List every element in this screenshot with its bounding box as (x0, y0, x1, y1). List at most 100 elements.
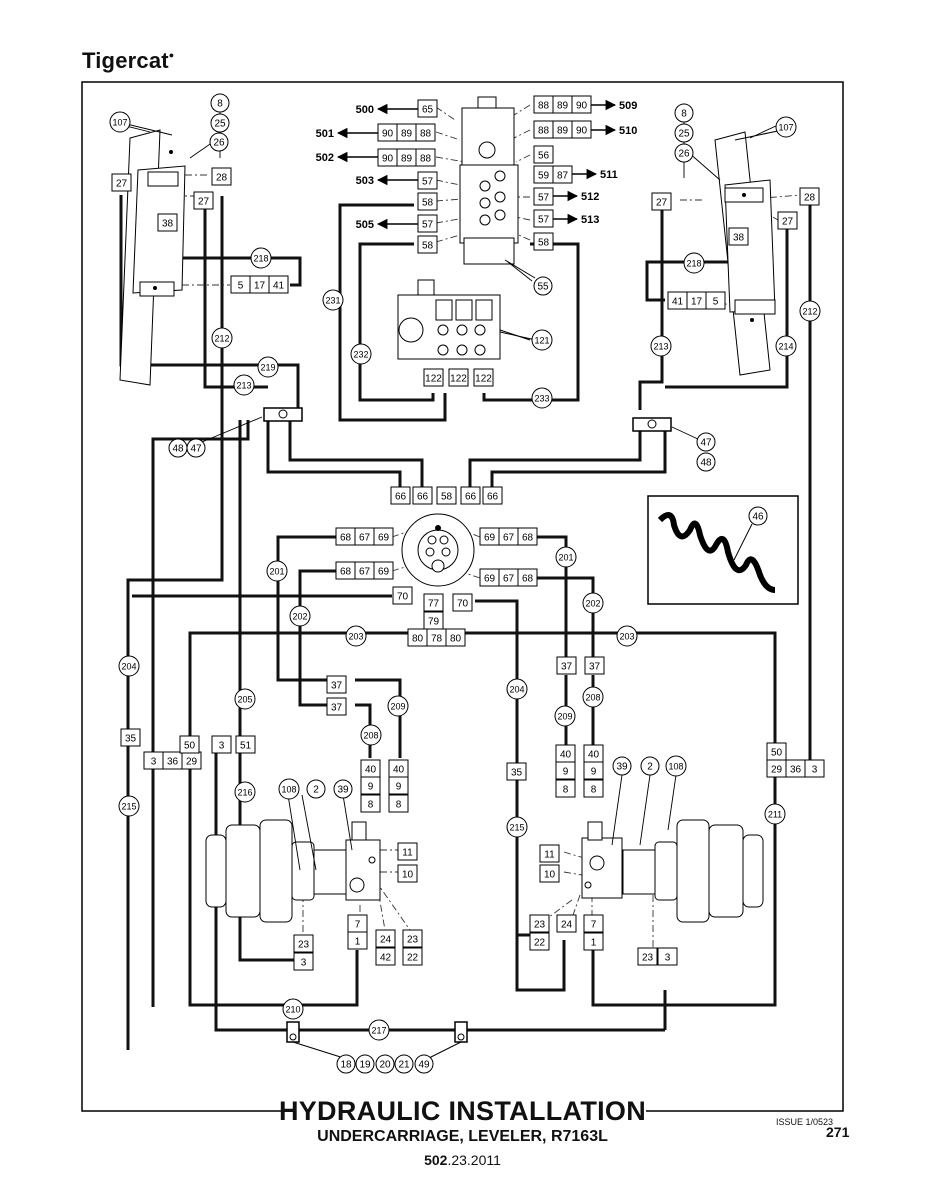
part-number-label: 80 (450, 634, 462, 645)
part-number-label: 66 (465, 492, 477, 503)
part-number-label: 11 (402, 848, 413, 859)
part-number-label: 67 (503, 533, 515, 544)
callout-bubble (345, 625, 367, 647)
part-box-cell (571, 95, 592, 114)
callout-bubble (555, 546, 577, 568)
callout-label: 219 (260, 363, 275, 373)
callout-bubble (582, 686, 604, 708)
part-box-cell (517, 527, 538, 546)
part-number-label: 69 (484, 574, 496, 585)
part-number-label: 90 (576, 126, 588, 137)
frame-border (81, 81, 844, 1112)
callout-label: 203 (348, 632, 363, 642)
port-ref-label: 512 (581, 191, 599, 203)
part-number-label: 3 (301, 958, 307, 969)
part-number-label: 1 (355, 937, 361, 948)
part-number-label: 9 (396, 782, 402, 793)
part-box-cell (533, 232, 554, 251)
part-box-cell (326, 675, 347, 694)
callout-label: 8 (217, 99, 223, 110)
part-number-label: 1 (591, 938, 597, 949)
part-number-label: 9 (591, 767, 597, 778)
callout-bubble (257, 356, 279, 378)
part-box-cell (436, 486, 457, 505)
part-box-cell (552, 165, 573, 184)
part-box-cell (452, 593, 473, 612)
part-box-cell (417, 171, 438, 190)
part-number-label: 17 (691, 297, 703, 308)
part-number-label: 40 (393, 765, 405, 776)
part-box-cell (390, 486, 411, 505)
brand-logo: Tigercat● (82, 48, 174, 74)
callout-label: 2 (313, 785, 319, 796)
part-box-cell (533, 209, 554, 228)
doc-suffix: .23.2011 (447, 1152, 501, 1168)
part-box-cell (423, 593, 444, 612)
part-number-label: 36 (167, 757, 179, 768)
part-box-cell (417, 214, 438, 233)
page-number: 271 (826, 1124, 850, 1140)
callout-label: 48 (700, 458, 712, 469)
callout-bubble (531, 329, 553, 351)
part-number-label: 88 (538, 101, 550, 112)
part-number-label: 68 (522, 533, 534, 544)
part-number-label: 3 (151, 757, 157, 768)
callout-label: 212 (214, 334, 229, 344)
callout-bubble (234, 688, 256, 710)
part-box-cell (482, 486, 503, 505)
part-number-label: 58 (441, 492, 453, 503)
callout-bubble (665, 755, 687, 777)
part-number-label: 36 (790, 765, 802, 776)
port-ref-label: 510 (619, 125, 637, 137)
part-box-cell (571, 120, 592, 139)
callout-bubble (764, 803, 786, 825)
callout-bubble (186, 438, 206, 458)
callout-label: 202 (585, 599, 600, 609)
callout-bubble (387, 695, 409, 717)
callout-label: 217 (371, 1026, 386, 1036)
hose-clamp-right (454, 1021, 468, 1043)
part-number-label: 40 (365, 765, 377, 776)
part-box-cell (373, 561, 394, 580)
callout-label: 204 (121, 662, 136, 672)
port-ref-label: 509 (619, 100, 637, 112)
part-box-cell (777, 211, 798, 230)
part-number-label: 78 (431, 634, 443, 645)
callout-label: 25 (678, 129, 690, 140)
part-box-cell (179, 735, 200, 754)
part-number-label: 35 (125, 734, 137, 745)
part-number-label: 68 (522, 574, 534, 585)
part-number-label: 59 (538, 171, 550, 182)
part-box-cell (293, 952, 314, 971)
part-number-label: 5 (238, 281, 244, 292)
callout-bubble (506, 678, 528, 700)
part-number-label: 9 (368, 782, 374, 793)
part-box-cell (392, 586, 413, 605)
callout-label: 211 (768, 810, 782, 820)
callout-label: 203 (619, 632, 634, 642)
callout-bubble (210, 113, 230, 133)
callout-label: 47 (190, 444, 202, 455)
callout-bubble (506, 816, 528, 838)
part-box-cell (211, 735, 232, 754)
part-box-cell (804, 759, 825, 778)
part-number-label: 88 (538, 126, 550, 137)
part-box-cell (533, 187, 554, 206)
callout-bubble (414, 1054, 434, 1074)
callout-label: 213 (653, 342, 668, 352)
callout-bubble (616, 625, 638, 647)
part-box-cell (448, 368, 469, 387)
part-number-label: 37 (561, 662, 573, 673)
doc-prefix: 502 (424, 1152, 448, 1168)
part-box-cell (539, 864, 560, 883)
part-box-cell (402, 947, 423, 966)
part-number-label: 89 (401, 154, 413, 165)
part-number-label: 69 (378, 567, 390, 578)
part-number-label: 56 (538, 151, 550, 162)
part-box-cell (360, 794, 381, 813)
part-number-label: 89 (557, 101, 569, 112)
callout-label: 233 (534, 394, 549, 404)
